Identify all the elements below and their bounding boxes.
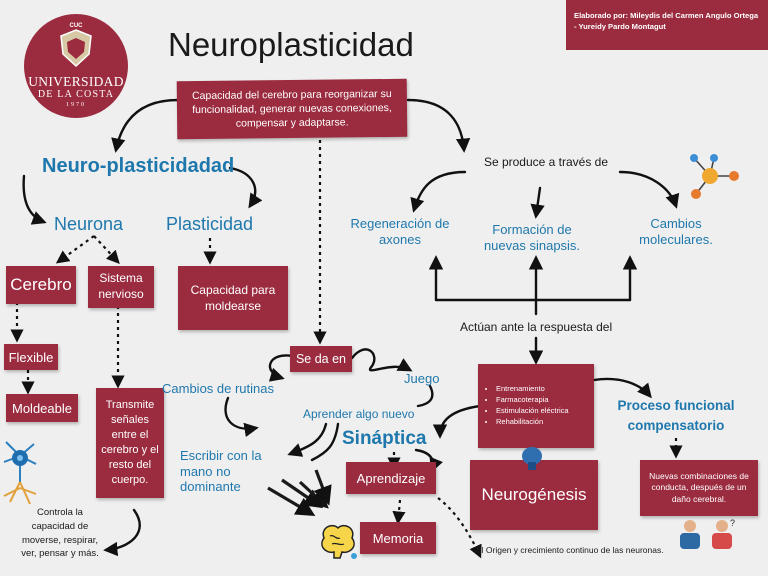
- se-da-en-box: Se da en: [290, 346, 352, 372]
- label-plasticidad: Plasticidad: [166, 214, 254, 234]
- transmite-box: Transmite señales entre el cerebro y el …: [96, 388, 164, 498]
- tratamientos-box: Entrenamiento Farmacoterapia Estimulació…: [478, 364, 594, 448]
- people-icon: ?: [680, 518, 735, 549]
- controla-text: Controla la capacidad de moverse, respir…: [21, 507, 99, 560]
- list-item: Rehabilitación: [496, 417, 569, 428]
- proceso-compensatorio: Proceso funcional compensatorio: [617, 398, 735, 434]
- origen-text: El Origen y crecimiento continuo de las …: [476, 545, 664, 555]
- juego: Juego: [404, 371, 440, 386]
- cerebro-box: Cerebro: [6, 266, 76, 304]
- shield-icon: [60, 29, 92, 68]
- list-item: Entrenamiento: [496, 384, 569, 395]
- brain-scan-icon: [522, 447, 542, 470]
- actuan-text: Actúan ante la respuesta del: [460, 320, 613, 334]
- molecule-icon: [690, 154, 739, 199]
- formacion-sinapsis: Formación de nuevas sinapsis.: [483, 222, 581, 253]
- escribir-mano: Escribir con la mano no dominante: [180, 448, 262, 495]
- logo-badge: CUC: [69, 23, 83, 29]
- neurogenesis-box: Neurogénesis: [470, 460, 598, 530]
- se-produce-text: Se produce a través de: [483, 155, 609, 169]
- brain-icon: [321, 524, 357, 559]
- page-title: Neuroplasticidad: [168, 26, 414, 63]
- regeneracion-axones: Regeneración de axones: [350, 216, 450, 247]
- plasticidad-box: Capacidad para moldearse: [178, 266, 288, 330]
- memoria-box: Memoria: [360, 522, 436, 554]
- author-credit: Elaborado por: Mileydis del Carmen Angul…: [566, 0, 768, 50]
- flexible-box: Flexible: [4, 344, 58, 370]
- sistema-nervioso-box: Sistema nervioso: [88, 266, 154, 308]
- cambios-moleculares: Cambios moleculares.: [639, 216, 713, 247]
- heading-neuroplasticidad: Neuro-plasticidadad: [42, 155, 235, 177]
- label-neurona: Neurona: [54, 214, 124, 234]
- moldeable-box: Moldeable: [6, 394, 78, 422]
- nuevas-combinaciones-box: Nuevas combinaciones de conducta, despué…: [640, 460, 758, 516]
- list-item: Farmacoterapia: [496, 395, 569, 406]
- treatment-list: Entrenamiento Farmacoterapia Estimulació…: [478, 384, 569, 428]
- aprender-algo-nuevo: Aprender algo nuevo: [303, 407, 415, 421]
- logo-line2: DE LA COSTA: [37, 89, 115, 100]
- cambios-rutinas: Cambios de rutinas: [162, 381, 274, 396]
- neuron-icon: [3, 441, 37, 505]
- logo-line1: UNIVERSIDAD: [28, 74, 124, 89]
- list-item: Estimulación eléctrica: [496, 406, 569, 417]
- logo-year: 1970: [66, 102, 86, 108]
- aprendizaje-box: Aprendizaje: [346, 462, 436, 494]
- definition-box: Capacidad del cerebro para reorganizar s…: [176, 78, 408, 140]
- sinaptica-heading: Sináptica: [342, 428, 427, 449]
- university-logo: CUC UNIVERSIDAD DE LA COSTA 1970: [24, 14, 128, 118]
- svg-text:?: ?: [730, 518, 735, 528]
